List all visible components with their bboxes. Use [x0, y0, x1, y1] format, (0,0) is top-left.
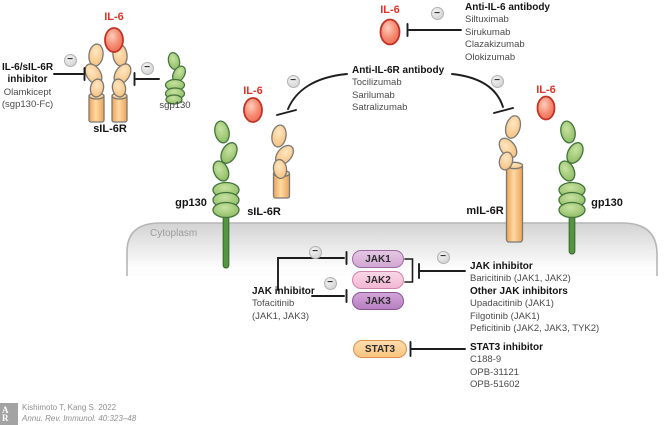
il6-sil6r-inhibitor-block: IL-6/sIL-6R inhibitor Olamkicept (sgp130…: [0, 62, 55, 112]
citation-authors: Kishimoto T, Kang S. 2022: [22, 403, 117, 412]
il6-label-topleft: IL-6: [104, 11, 124, 23]
drug-name: Clazakizumab: [465, 39, 525, 51]
il6-sil6r-inhibitor-title1: IL-6/sIL-6R: [1, 62, 54, 73]
drug-name: OPB-51602: [470, 379, 520, 391]
cytoplasm-label: Cytoplasm: [150, 228, 198, 239]
jak-inhibitor-right-title: JAK inhibitor: [470, 261, 533, 272]
minus-badge-il6sil6r: −: [63, 53, 77, 67]
jak3-pill: JAK3: [352, 292, 404, 310]
other-jak-inhibitors-title: Other JAK inhibitors: [470, 286, 568, 297]
gp130-receptor-right: [558, 120, 586, 255]
drug-name: Tofacitinib: [252, 298, 295, 310]
minus-badge-anti-il6r-right: −: [490, 74, 504, 88]
logo-letter-r: R: [2, 413, 9, 423]
il6-oval-topmid: [379, 18, 401, 46]
mil6r-label: mIL-6R: [466, 205, 504, 217]
stat3-inhibitor-block: STAT3 inhibitor C188-9 OPB-31121 OPB-516…: [470, 342, 600, 392]
il6-label-topmid: IL-6: [380, 4, 400, 16]
annual-reviews-logo: A R: [0, 403, 18, 425]
minus-badge-jak3: −: [323, 276, 337, 290]
sil6r-left-label: sIL-6R: [93, 123, 127, 135]
jak2-pill: JAK2: [352, 271, 404, 289]
il6-oval-midleft: [243, 97, 263, 123]
minus-badge-jak1: −: [308, 245, 322, 259]
jak-inhibitor-right-block: JAK inhibitor Baricitinib (JAK1, JAK2): [470, 261, 625, 286]
il6-oval-midright: [536, 95, 556, 121]
drug-name: Sarilumab: [352, 89, 395, 101]
drug-name: Olokizumab: [465, 51, 516, 63]
drug-name: Tocilizumab: [352, 77, 402, 89]
il6-label-midleft: IL-6: [243, 85, 263, 97]
drug-name: Siltuximab: [465, 14, 509, 26]
il6-sil6r-inhibitor-title2: inhibitor: [7, 74, 48, 86]
drug-name: Sirukumab: [465, 26, 511, 38]
il6-oval-topleft: [104, 27, 124, 53]
gp130-left-label: gp130: [175, 197, 207, 209]
stat3-inhibitor-title: STAT3 inhibitor: [470, 342, 543, 353]
il6-molecules: [104, 18, 556, 123]
sgp130-label: sgp130: [159, 100, 191, 111]
jak-inhibitor-left-block: JAK inhibitor Tofacitinib (JAK1, JAK3): [252, 286, 347, 323]
logo-letter-a: A: [2, 405, 9, 415]
drug-name: Olamkicept: [3, 86, 52, 98]
drug-name: (sgp130-Fc): [1, 99, 54, 111]
mil6r-receptor: [498, 115, 524, 243]
drug-name: Upadacitinib (JAK1): [470, 298, 554, 310]
drug-name: Baricitinib (JAK1, JAK2): [470, 273, 571, 285]
drug-name: OPB-31121: [470, 366, 519, 378]
citation-journal: Annu. Rev. Immunol. 40:323–48: [22, 414, 137, 423]
minus-badge-anti-il6r-left: −: [286, 74, 300, 88]
sil6r-center-label: sIL-6R: [247, 206, 281, 218]
other-jak-inhibitors-block: Other JAK inhibitors Upadacitinib (JAK1)…: [470, 286, 635, 336]
minus-badge-anti-il6: −: [430, 7, 444, 20]
minus-badge-sgp130: −: [140, 61, 154, 75]
cell-membrane: [126, 222, 658, 276]
drug-name: C188-9: [470, 354, 502, 366]
jak-inhibitor-left-title: JAK inhibitor: [252, 286, 315, 297]
il6-label-midright: IL-6: [536, 84, 556, 96]
sgp130-molecule: [164, 52, 186, 105]
inhibition-lines: [53, 23, 514, 357]
drug-name: (JAK1, JAK3): [252, 310, 310, 322]
sil6r-soluble-complex: [84, 43, 132, 123]
anti-il6-antibody-title: Anti-IL-6 antibody: [465, 2, 550, 13]
sil6r-center: [271, 124, 295, 199]
minus-badge-jak12: −: [436, 250, 450, 264]
gp130-receptor-left: [212, 120, 240, 269]
drug-name: Satralizumab: [352, 102, 408, 114]
jak1-pill: JAK1: [352, 250, 404, 268]
drug-name: Filgotinib (JAK1): [470, 310, 540, 322]
anti-il6r-antibody-title: Anti-IL-6R antibody: [352, 65, 445, 76]
drug-name: Peficitinib (JAK2, JAK3, TYK2): [470, 323, 600, 335]
gp130-right-label: gp130: [591, 197, 623, 209]
stat3-pill: STAT3: [353, 340, 407, 358]
anti-il6r-antibody-block: Anti-IL-6R antibody Tocilizumab Sariluma…: [352, 65, 462, 115]
anti-il6-antibody-block: Anti-IL-6 antibody Siltuximab Sirukumab …: [465, 2, 605, 64]
